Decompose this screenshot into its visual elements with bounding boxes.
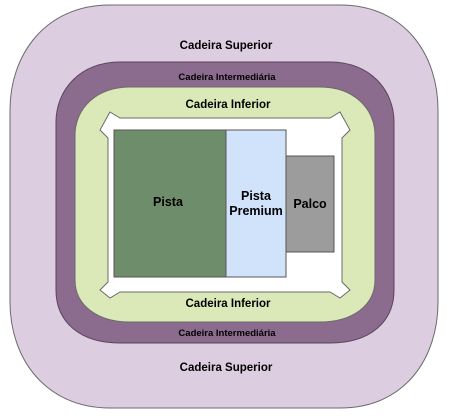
label-pista-premium-line1: Pista <box>241 189 272 203</box>
label-cadeira-superior-bottom: Cadeira Superior <box>180 362 273 374</box>
section-palco[interactable] <box>285 155 335 253</box>
label-cadeira-intermediaria-bottom: Cadeira Intermediária <box>178 328 276 339</box>
section-pista-premium[interactable] <box>225 129 287 278</box>
label-cadeira-inferior-bottom: Cadeira Inferior <box>186 298 272 310</box>
label-cadeira-intermediaria-top: Cadeira Intermediária <box>178 72 276 83</box>
label-palco: Palco <box>293 197 327 211</box>
section-pista[interactable] <box>113 129 227 278</box>
label-pista-premium-line2: Premium <box>229 204 283 218</box>
label-cadeira-inferior-top: Cadeira Inferior <box>186 99 272 111</box>
label-cadeira-superior-top: Cadeira Superior <box>180 40 273 52</box>
label-pista: Pista <box>153 195 184 209</box>
